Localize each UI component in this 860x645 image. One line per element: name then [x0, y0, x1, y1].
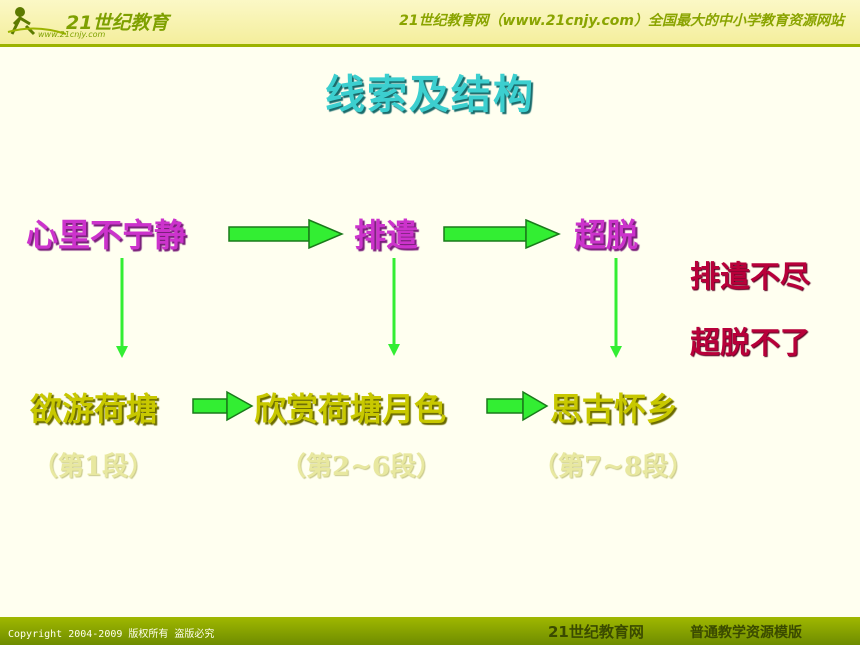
footer-slogan: 普通教学资源模版	[690, 625, 802, 641]
arrow-right-icon	[486, 390, 549, 422]
arrow-down-icon	[116, 258, 128, 358]
node-transcend: 超脱	[574, 216, 639, 254]
runner-logo-icon	[7, 7, 67, 36]
logo-url: www.21cnjy.com	[38, 30, 106, 39]
arrow-down-icon	[610, 258, 622, 358]
footer-brand: 21世纪教育网	[548, 623, 644, 641]
header-tagline: 21世纪教育网（www.21cnjy.com）全国最大的中小学教育资源网站	[399, 13, 844, 29]
slide-title: 线索及结构	[325, 72, 535, 118]
note-relieve-incomplete: 排遣不尽	[690, 260, 810, 295]
paragraph-ref-3: （第7~8段）	[532, 452, 694, 482]
node-relieve: 排遣	[354, 216, 419, 254]
paragraph-ref-2: （第2~6段）	[280, 452, 442, 482]
footer-bar: Copyright 2004-2009 版权所有 盗版必究 21世纪教育网 普通…	[0, 617, 860, 645]
node-reminisce: 思古怀乡	[550, 390, 679, 428]
header-bar: 21世纪教育 www.21cnjy.com 21世纪教育网（www.21cnjy…	[0, 0, 860, 47]
node-wish-to-visit-pond: 欲游荷塘	[30, 390, 159, 428]
arrow-right-icon	[192, 390, 254, 422]
note-cannot-transcend: 超脱不了	[690, 326, 810, 361]
copyright-text: Copyright 2004-2009 版权所有 盗版必究	[8, 629, 215, 640]
arrow-down-icon	[388, 258, 400, 356]
arrow-right-icon	[228, 218, 344, 250]
arrow-right-icon	[443, 218, 561, 250]
node-enjoy-moonlight: 欣赏荷塘月色	[254, 390, 447, 428]
logo-text: 21世纪教育	[66, 12, 169, 34]
paragraph-ref-1: （第1段）	[32, 452, 155, 482]
node-restless-mind: 心里不宁静	[26, 216, 187, 254]
